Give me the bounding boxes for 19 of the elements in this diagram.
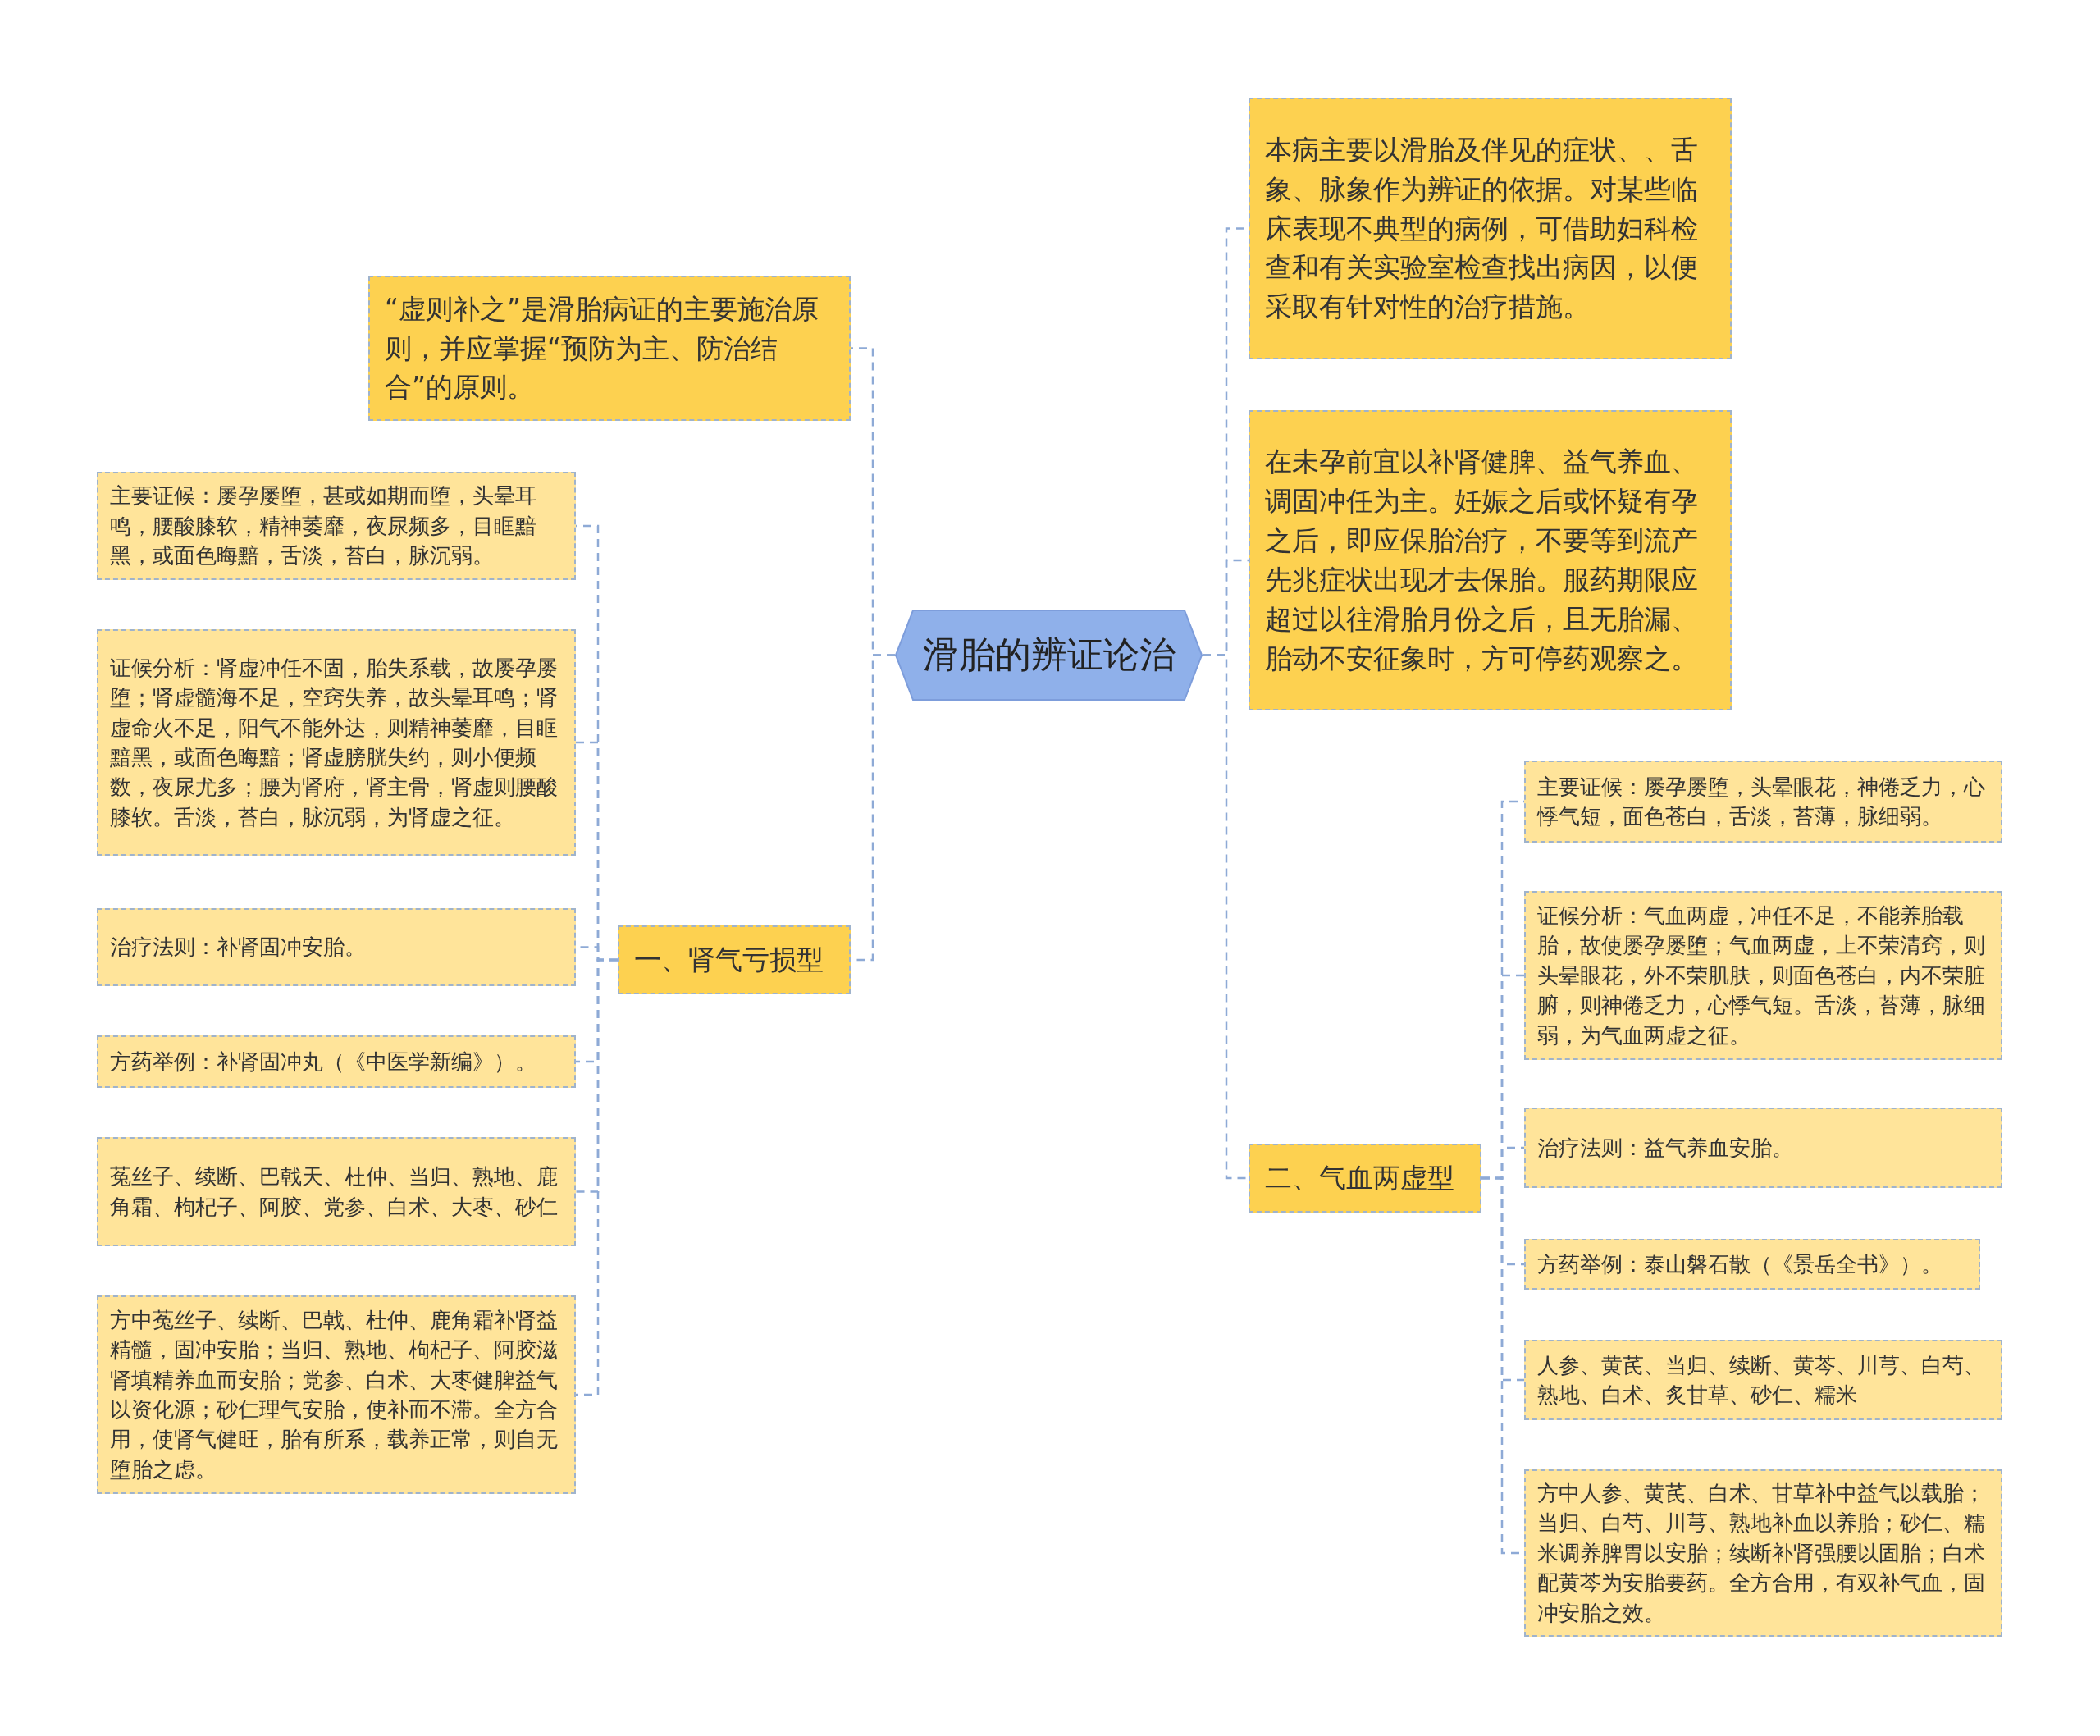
note-box: 菟丝子、续断、巴戟天、杜仲、当归、熟地、鹿角霜、枸杞子、阿胶、党参、白术、大枣、砂仁 <box>97 1137 576 1246</box>
note-box: 方中人参、黄芪、白术、甘草补中益气以载胎；当归、白芍、川芎、熟地补血以养胎；砂仁、糯米调养脾胃以安胎；续断补肾强腰以固胎；白术配黄芩为安胎要药。全方合用，有双补气血，固冲安胎之效。 <box>1524 1469 2002 1637</box>
note-box: 主要证候：屡孕屡堕，甚或如期而堕，头晕耳鸣，腰酸膝软，精神萎靡，夜尿频多，目眶黯黑，或面色晦黯，舌淡，苔白，脉沉弱。 <box>97 472 576 580</box>
topic-box: “虚则补之”是滑胎病证的主要施治原则，并应掌握“预防为主、防治结合”的原则。 <box>368 276 851 421</box>
note-box: 证候分析：肾虚冲任不固，胎失系载，故屡孕屡堕；肾虚髓海不足，空窍失养，故头晕耳鸣；肾虚命火不足，阳气不能外达，则精神萎靡，目眶黯黑，或面色晦黯；肾虚膀胱失约，则小便频数，夜尿尤多；腰为肾府，肾主骨，肾虚则腰酸膝软。舌淡，苔白，脉沉弱，为肾虚之征。 <box>97 629 576 856</box>
topic-box: 在未孕前宜以补肾健脾、益气养血、调固冲任为主。妊娠之后或怀疑有孕之后，即应保胎治疗，不要等到流产先兆症状出现才去保胎。服药期限应超过以往滑胎月份之后，且无胎漏、胎动不安征象时，方可停药观察之。 <box>1249 410 1732 710</box>
topic-box: 一、肾气亏损型 <box>618 925 851 994</box>
note-box: 治疗法则：益气养血安胎。 <box>1524 1108 2002 1188</box>
note-box: 治疗法则：补肾固冲安胎。 <box>97 908 576 986</box>
note-box: 方中菟丝子、续断、巴戟、杜仲、鹿角霜补肾益精髓，固冲安胎；当归、熟地、枸杞子、阿胶滋肾填精养血而安胎；党参、白术、大枣健脾益气以资化源；砂仁理气安胎，使补而不滞。全方合用，使肾气健旺，胎有所系，载养正常，则自无堕胎之虑。 <box>97 1295 576 1494</box>
topic-box: 本病主要以滑胎及伴见的症状、、舌象、脉象作为辨证的依据。对某些临床表现不典型的病例，可借助妇科检查和有关实验室检查找出病因，以便采取有针对性的治疗措施。 <box>1249 98 1732 359</box>
note-box: 主要证候：屡孕屡堕，头晕眼花，神倦乏力，心悸气短，面色苍白，舌淡，苔薄，脉细弱。 <box>1524 761 2002 843</box>
central-topic-text: 滑胎的辨证论治 <box>922 633 1176 677</box>
note-box: 证候分析：气血两虚，冲任不足，不能养胎载胎，故使屡孕屡堕；气血两虚，上不荣清窍，则头晕眼花，外不荣肌肤，则面色苍白，内不荣脏腑，则神倦乏力，心悸气短。舌淡，苔薄，脉细弱，为气血两虚之征。 <box>1524 891 2002 1060</box>
note-box: 方药举例：补肾固冲丸（《中医学新编》）。 <box>97 1035 576 1088</box>
note-box: 方药举例：泰山磐石散（《景岳全书》）。 <box>1524 1239 1980 1290</box>
topic-box: 二、气血两虚型 <box>1249 1144 1481 1213</box>
connector-line <box>576 958 618 1396</box>
note-box: 人参、黄芪、当归、续断、黄芩、川芎、白芍、熟地、白术、炙甘草、砂仁、糯米 <box>1524 1340 2002 1420</box>
